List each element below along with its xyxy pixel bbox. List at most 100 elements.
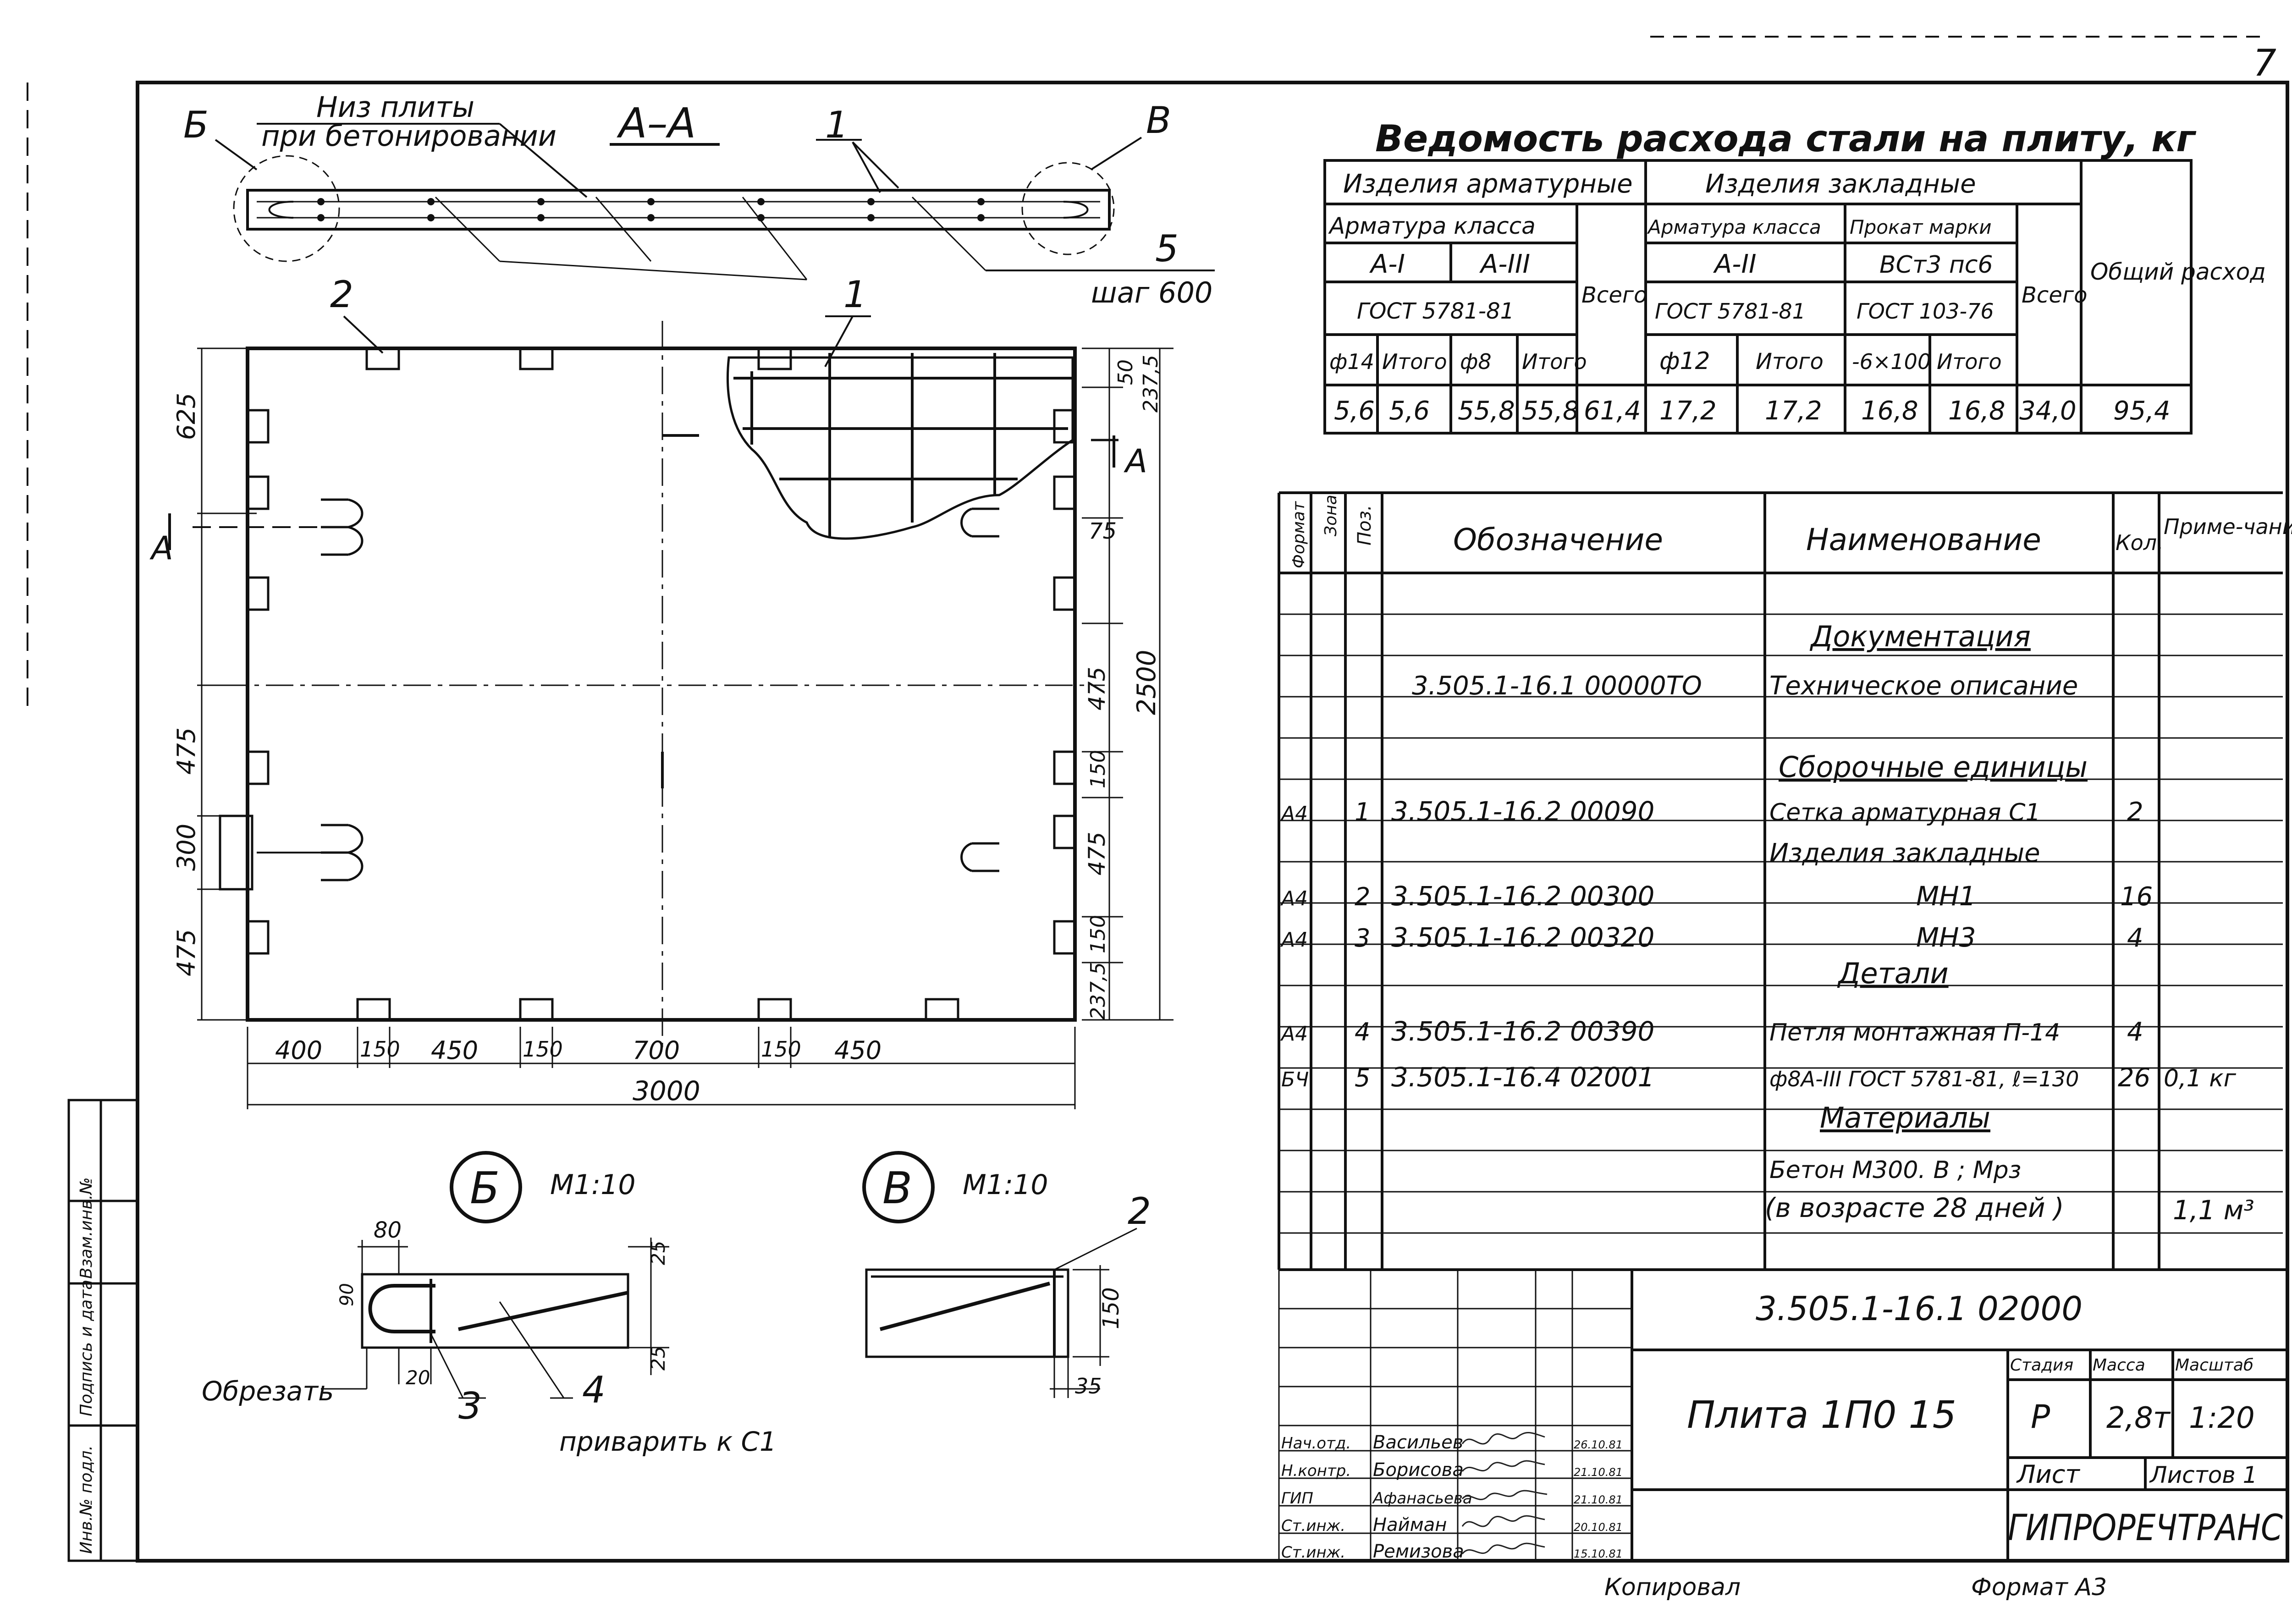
spec-row-9-designation: 3.505.1-16.2 00390 <box>1391 1016 1654 1047</box>
dim-total-width: 3000 <box>633 1075 700 1107</box>
steel-val-6: 17,2 <box>1659 396 1717 426</box>
steel-val-10: 34,0 <box>2019 396 2077 426</box>
detail-b-dim-25-bottom: 25 <box>647 1346 669 1371</box>
spec-row-6-name: МН1 <box>1916 881 1976 912</box>
spec-row-4-name: Сетка арматурная С1 <box>1769 799 2041 826</box>
detail-v-dim-150: 150 <box>1098 1287 1124 1329</box>
section-note-line1: Низ плиты <box>316 90 474 124</box>
steel-consumption-table: Ведомость расхода стали на плиту, кг Изд… <box>1323 117 2266 435</box>
callout-5: 5 <box>1155 227 1179 270</box>
signer-5-role: Ст.инж. <box>1281 1543 1345 1562</box>
footer-copied: Копировал <box>1604 1574 1741 1601</box>
plan-dimensions <box>197 347 1174 1109</box>
steel-group-2: Изделия закладные <box>1705 169 1976 199</box>
spec-row-13-name: (в возрасте 28 дней ) <box>1765 1192 2064 1223</box>
stamp-label-replace: Взам.инв.№ <box>77 1177 96 1279</box>
spec-row-12-name: Бетон М300. В ; Мрз <box>1769 1156 2021 1184</box>
spec-row-6-format: А4 <box>1280 887 1308 910</box>
steel-val-4: 55,8 <box>1522 396 1579 426</box>
stage-value: Р <box>2031 1398 2050 1436</box>
detail-b-callout-3: 3 <box>458 1385 482 1427</box>
detail-v-callout-2: 2 <box>1128 1190 1151 1233</box>
detail-b-dim-80: 80 <box>374 1217 402 1243</box>
spec-row-10-qty: 26 <box>2118 1063 2150 1093</box>
sheet-label: Лист <box>2016 1460 2080 1489</box>
signer-1-role: Нач.отд. <box>1281 1434 1351 1453</box>
steel-sub-5: ф12 <box>1659 347 1710 375</box>
spec-h-format: Формат <box>1289 501 1308 568</box>
mass-label: Масса <box>2093 1356 2145 1375</box>
spec-row-1-name: Документация <box>1809 620 2031 653</box>
steel-sub-3: ф8 <box>1460 349 1492 374</box>
mass-value: 2,8т <box>2106 1401 2171 1435</box>
signer-5-date: 15.10.81 <box>1574 1547 1623 1560</box>
detail-b-label: Б <box>470 1163 500 1214</box>
detail-b-dim-25-top: 25 <box>647 1241 669 1265</box>
spec-row-10-pos: 5 <box>1355 1063 1370 1092</box>
stamp-label-signature: Подпись и дата <box>77 1280 96 1416</box>
detail-b-cut-note: Обрезать <box>202 1376 334 1407</box>
dim-right-5: 150 <box>1086 750 1110 788</box>
callout-1-plan: 1 <box>843 273 867 316</box>
steel-h-general: Общий расход <box>2090 259 2266 285</box>
spec-row-7-name: МН3 <box>1916 922 1976 953</box>
steel-h-prokat: Прокат марки <box>1850 216 1992 238</box>
detail-v-scale: М1:10 <box>963 1169 1048 1201</box>
steel-h-total1: Всего <box>1581 282 1647 308</box>
spec-row-7-pos: 3 <box>1355 924 1370 952</box>
steel-sub-1: ф14 <box>1329 349 1374 374</box>
signer-2-name: Борисова <box>1373 1459 1464 1481</box>
sheets-label: Листов 1 <box>2149 1462 2257 1488</box>
step-note: шаг 600 <box>1091 276 1212 309</box>
dim-bottom-5: 700 <box>633 1036 680 1065</box>
spec-row-4-format: А4 <box>1280 802 1308 826</box>
spec-row-13-note: 1,1 м³ <box>2173 1195 2254 1226</box>
steel-val-11: 95,4 <box>2113 396 2171 426</box>
signer-5-name: Ремизова <box>1373 1541 1464 1562</box>
signer-4-role: Ст.инж. <box>1281 1517 1345 1535</box>
detail-b-weld-note: приварить к С1 <box>559 1426 777 1457</box>
dim-bottom-4: 150 <box>523 1037 563 1062</box>
detail-b-callout-4: 4 <box>582 1369 606 1411</box>
detail-v: В М1:10 2 150 35 <box>862 1151 1151 1398</box>
dim-right-8: 237,5 <box>1086 962 1110 1020</box>
spec-row-9-format: А4 <box>1280 1022 1308 1046</box>
spec-h-note: Приме-чание <box>2164 514 2292 539</box>
slab-plan <box>168 321 1118 1050</box>
steel-h-armature-class: Арматура класса <box>1328 213 1536 239</box>
section-mark-a-right: А <box>1124 442 1147 480</box>
spec-row-4-designation: 3.505.1-16.2 00090 <box>1391 796 1654 827</box>
signer-1-name: Васильев <box>1373 1432 1463 1453</box>
signer-2-role: Н.контр. <box>1281 1462 1351 1480</box>
dim-bottom-6: 150 <box>761 1037 801 1062</box>
dim-left-2: 475 <box>172 727 201 775</box>
stamp-label-inv-podl: Инв.№ подл. <box>77 1445 96 1554</box>
signer-4-date: 20.10.81 <box>1574 1521 1623 1534</box>
callout-b: Б <box>183 104 209 146</box>
signer-4-name: Найман <box>1373 1514 1447 1536</box>
detail-v-dim-35: 35 <box>1075 1374 1102 1398</box>
spec-row-8-name: Детали <box>1837 957 1949 990</box>
signer-3-name: Афанасьева <box>1372 1489 1472 1508</box>
dim-bottom-7: 450 <box>834 1036 882 1065</box>
spec-row-2-designation: 3.505.1-16.1 00000ТО <box>1412 671 1702 701</box>
steel-h-st3: ВСт3 пс6 <box>1879 251 1993 279</box>
dim-total-height: 2500 <box>1132 650 1162 715</box>
spec-h-designation: Обозначение <box>1453 522 1663 557</box>
dim-bottom-3: 450 <box>431 1036 478 1065</box>
detail-v-label: В <box>882 1163 912 1214</box>
callout-2-plan: 2 <box>330 273 353 316</box>
steel-h-a1: А-I <box>1369 249 1405 279</box>
detail-b-scale: М1:10 <box>550 1169 636 1201</box>
steel-sub-4: Итого <box>1522 349 1587 374</box>
dim-right-6: 475 <box>1084 832 1110 875</box>
steel-sub-7: -6×100 <box>1852 349 1931 374</box>
side-stamp: Инв.№ подл. Подпись и дата Взам.инв.№ <box>67 1099 139 1562</box>
steel-h-a2: А-II <box>1713 249 1757 279</box>
signer-3-date: 21.10.81 <box>1574 1493 1623 1506</box>
spec-row-6-qty: 16 <box>2120 882 2153 912</box>
steel-sub-8: Итого <box>1937 349 2002 374</box>
section-mark-a-left: А <box>149 529 173 567</box>
spec-row-7-qty: 4 <box>2127 923 2143 953</box>
